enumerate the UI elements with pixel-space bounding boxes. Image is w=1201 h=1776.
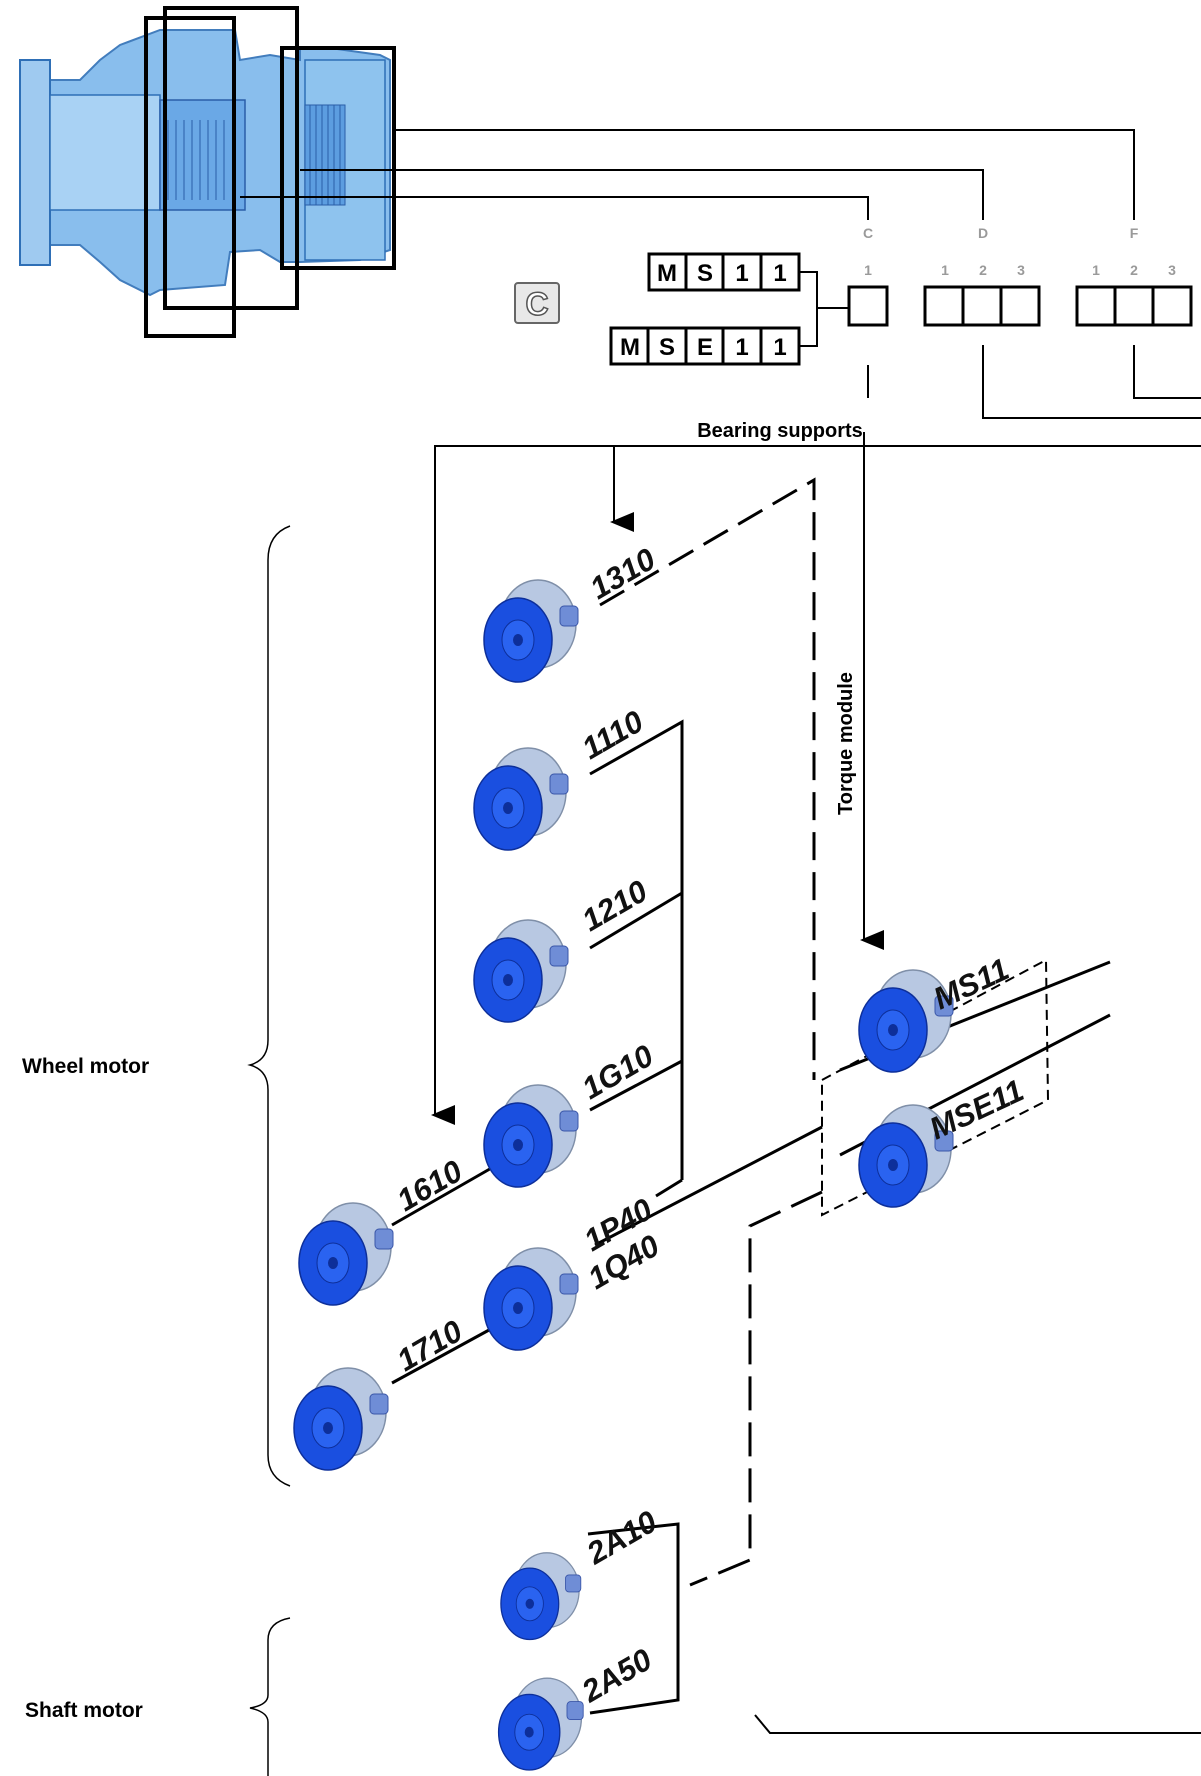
motor-2A50 [497, 1677, 584, 1771]
position-f-3: 3 [1168, 262, 1176, 278]
ms11-char-3: 1 [735, 260, 748, 287]
section-badge-c: C [514, 282, 560, 324]
slots-f [1075, 285, 1193, 327]
shaft-motor-label: Shaft motor [25, 1699, 143, 1722]
bearing-supports-label: Bearing supports [697, 420, 863, 442]
torque-module-label: Torque module [835, 672, 857, 815]
code-boxes-mse11: M S E 1 1 [609, 326, 801, 366]
column-letter-f: F [1130, 225, 1139, 241]
motor-1G10 [483, 1084, 579, 1188]
motor-1310 [483, 579, 579, 683]
motor-cutaway-illustration [19, 6, 396, 338]
motor-ms11 [858, 969, 954, 1073]
code-1210: 1210 [576, 873, 653, 938]
slot-connector-lines [867, 345, 1201, 419]
code-bracket [799, 271, 818, 347]
slots-d [923, 285, 1041, 327]
torque-module-dashed-box [821, 958, 1050, 1217]
position-f-2: 2 [1130, 262, 1138, 278]
mse11-char-5: 1 [773, 334, 786, 361]
ms11-char-4: 1 [773, 260, 786, 287]
position-d-3: 3 [1017, 262, 1025, 278]
wheel-motor-label: Wheel motor [22, 1055, 149, 1078]
position-f-1: 1 [1092, 262, 1100, 278]
position-d-2: 2 [979, 262, 987, 278]
code-1310: 1310 [584, 541, 661, 606]
mse11-char-2: S [659, 334, 675, 361]
column-letter-d: D [978, 225, 988, 241]
bearing-supports-left-arrow [431, 445, 1201, 1125]
wheel-motor-brace [247, 525, 291, 1487]
mse11-char-3: E [697, 334, 713, 361]
motor-1210 [473, 919, 569, 1023]
motor-1P40 [483, 1247, 579, 1351]
motor-2A10 [500, 1552, 582, 1641]
motor-1610 [298, 1202, 394, 1306]
motor-1710 [293, 1367, 389, 1471]
position-c-1: 1 [864, 262, 872, 278]
code-2A50: 2A50 [575, 1642, 658, 1710]
ms11-char-2: S [697, 260, 713, 287]
code-boxes-ms11: M S 1 1 [647, 252, 801, 292]
mse11-char-4: 1 [735, 334, 748, 361]
mse11-char-1: M [620, 334, 640, 361]
column-letter-c: C [863, 225, 873, 241]
motor-mse11 [858, 1104, 954, 1208]
motor-illustrations [293, 579, 954, 1771]
slot-c [847, 285, 889, 327]
section-badge-letter: C [525, 286, 548, 322]
motor-1110 [473, 747, 569, 851]
ms11-char-1: M [657, 260, 677, 287]
code-1610: 1610 [391, 1153, 468, 1218]
code-2A10: 2A10 [580, 1504, 663, 1572]
code-1110: 1110 [576, 704, 649, 766]
position-d-1: 1 [941, 262, 949, 278]
cutaway-connector-lines [240, 129, 1135, 220]
shaft-motor-brace [249, 1617, 291, 1776]
code-1710: 1710 [391, 1313, 468, 1378]
